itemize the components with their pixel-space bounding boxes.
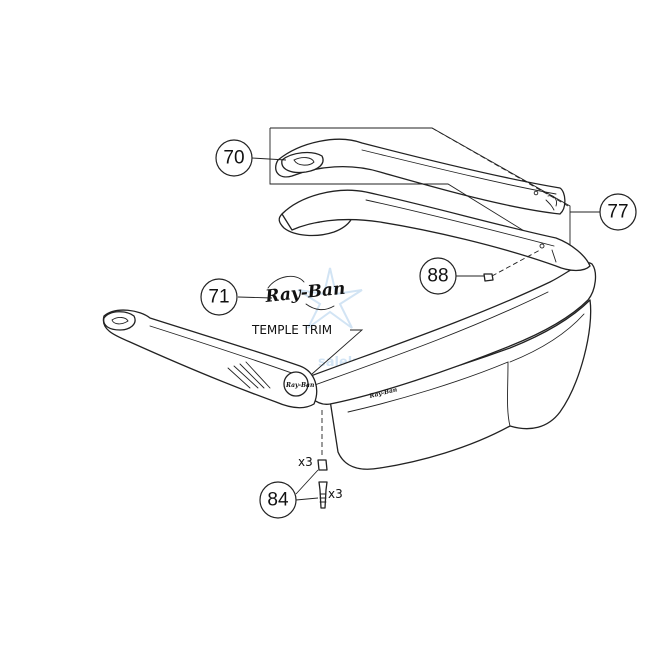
- callout-88-label: 88: [427, 266, 448, 287]
- callout-84-label: 84: [267, 490, 289, 511]
- temple-trim-medallion: [283, 371, 309, 397]
- left-temple-tip-pad-slot: [111, 317, 129, 325]
- temple-trim-logo-part: Ray-Ban: [263, 275, 346, 311]
- right-temple-screw-hole: [539, 243, 545, 249]
- exploded-temple-ridge: [361, 149, 557, 195]
- right-temple-arm: [281, 189, 591, 272]
- hinge-nut: [317, 459, 328, 471]
- callout-77[interactable]: 77: [599, 193, 637, 231]
- exploded-temple-pin-hole: [533, 190, 539, 196]
- callout-70[interactable]: 70: [215, 139, 253, 177]
- callout-77-label: 77: [607, 202, 628, 223]
- hinge-screw: [318, 481, 328, 509]
- exploded-temple-box: [269, 127, 571, 259]
- leader-84: [295, 469, 319, 501]
- exploded-temple-assembly-line: [431, 127, 569, 207]
- left-temple-tip-pad: [103, 311, 136, 331]
- left-temple-grip: [227, 361, 271, 389]
- hinge-screw-thread: [319, 493, 327, 503]
- leader-temple-trim: [311, 329, 364, 375]
- hinge-screw-88-assembly-line: [491, 249, 541, 277]
- hinge-hardware-84: [317, 410, 328, 509]
- hinge-screw-88: [483, 249, 541, 282]
- screw-quantity-label: x3: [328, 487, 343, 501]
- lens-bevel: [347, 361, 511, 427]
- exploded-temple: [275, 138, 566, 215]
- frame-brow-highlight: [311, 291, 549, 387]
- frame-brow: [299, 261, 597, 405]
- nut-quantity-label: x3: [298, 455, 313, 469]
- lens: [329, 299, 592, 470]
- hinge-screw-88-head: [483, 273, 494, 282]
- temple-trim-medallion-logo: Ray-Ban: [285, 382, 314, 389]
- frame-front: Ray-Ban: [299, 261, 597, 470]
- left-temple-ridge: [149, 325, 301, 377]
- watermark-star-icon: [297, 267, 363, 329]
- lens-edge: [509, 313, 585, 363]
- assembled-temple-right: [281, 189, 591, 272]
- temple-trim-logo-text: Ray-Ban: [263, 279, 346, 307]
- leader-70: [251, 157, 287, 161]
- right-temple-ridge: [365, 199, 555, 247]
- temple-trim-logo-swash: [267, 275, 335, 311]
- temple-trim-label: TEMPLE TRIM: [251, 323, 332, 337]
- callout-70-label: 70: [223, 148, 244, 169]
- exploded-temple-tip-pad: [281, 151, 324, 174]
- callout-88[interactable]: 88: [419, 257, 457, 295]
- exploded-temple-tip-pad-inner: [293, 157, 315, 166]
- callout-71-label: 71: [208, 287, 229, 308]
- callout-71[interactable]: 71: [200, 278, 238, 316]
- left-temple-arm: [102, 309, 318, 409]
- right-temple-hinge: [551, 249, 557, 263]
- callout-84[interactable]: 84: [259, 481, 297, 519]
- leader-71: [237, 296, 273, 299]
- assembled-temple-left: Ray-Ban: [102, 309, 318, 409]
